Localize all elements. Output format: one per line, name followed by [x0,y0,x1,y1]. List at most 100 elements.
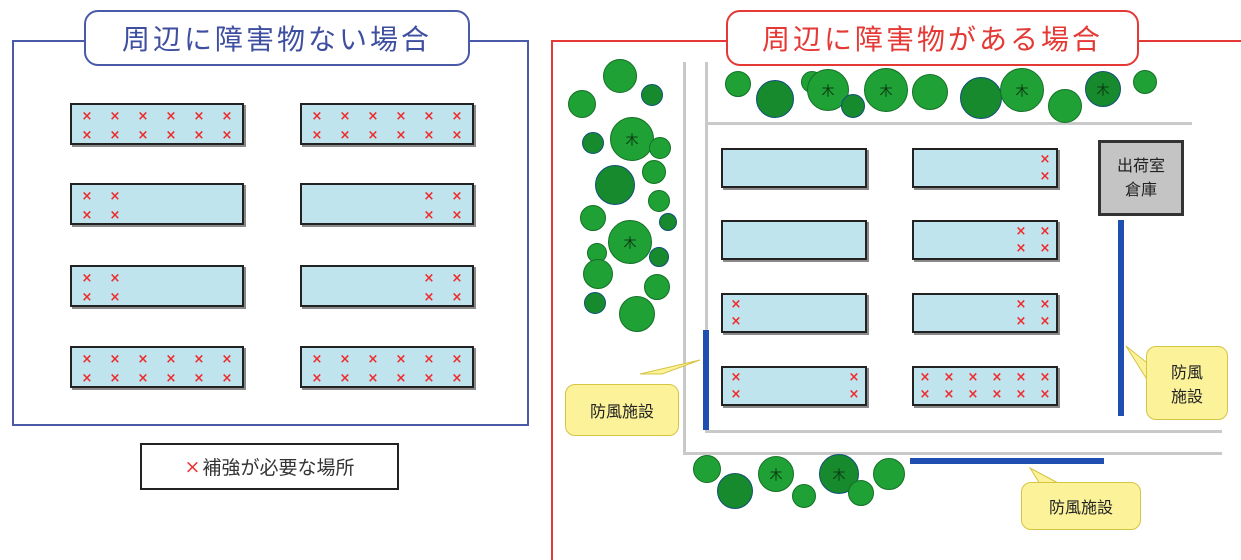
left-panel-title: 周辺に障害物ない場合 [84,10,470,66]
windbreak-bottom [910,458,1104,464]
reinforcement-mark: × [1015,241,1027,256]
reinforcement-mark: × [451,189,463,204]
reinforcement-mark: × [109,189,121,204]
greenhouse-right-2: ×××× [300,183,474,225]
right-panel-title: 周辺に障害物がある場合 [726,10,1139,66]
reinforcement-mark: × [451,128,463,143]
reinforcement-mark: × [81,371,93,386]
tree [603,59,637,93]
reinforcement-mark: × [451,352,463,367]
greenhouse-right-3: × × × × [300,265,474,307]
reinforcement-mark: × [109,352,121,367]
reinforcement-mark: × [848,387,860,402]
reinforcement-mark: × [1039,224,1051,239]
reinforcement-mark: × [109,208,121,223]
reinforcement-mark: × [221,371,233,386]
reinforcement-mark: × [81,128,93,143]
reinforcement-mark: × [221,352,233,367]
reinforcement-mark: × [1015,297,1027,312]
reinforcement-mark: × [730,297,742,312]
tree [873,458,905,490]
reinforcement-mark: × [991,387,1003,402]
reinforcement-mark: × [1039,152,1051,167]
reinforcement-mark: × [919,370,931,385]
reinforcement-mark: × [109,128,121,143]
tree [864,68,908,112]
tree [619,296,655,332]
reinforcement-mark: × [1039,241,1051,256]
reinforcement-mark: × [848,370,860,385]
callout-pointers [639,345,1152,485]
reinforcement-mark: × [423,271,435,286]
callout-windbreak-left: 防風施設 [565,384,679,436]
tree-label: 木 [1096,83,1110,99]
greenhouse-b-3: ×××× [912,293,1058,333]
reinforcement-mark: × [109,290,121,305]
callout-right-text-line1: 防風 [1170,363,1203,382]
tree [610,117,654,161]
reinforcement-mark: × [730,387,742,402]
tree [1133,70,1157,94]
reinforcement-mark: × [81,290,93,305]
reinforcement-mark: × [1039,387,1051,402]
reinforcement-mark: × [311,371,323,386]
reinforcement-mark: × [339,109,351,124]
reinforcement-mark: × [1039,314,1051,329]
callout-right-text-line2: 施設 [1170,387,1203,406]
tree [583,259,613,289]
reinforcement-mark: × [395,352,407,367]
tree [693,455,721,483]
road-horizontal-top [705,122,1192,125]
tree [584,292,606,314]
reinforcement-mark: × [451,109,463,124]
tree [717,473,753,509]
reinforcement-mark: × [1039,169,1051,184]
tree [659,213,677,231]
reinforcement-mark: × [423,128,435,143]
tree [792,484,816,508]
reinforcement-mark: × [221,109,233,124]
tree-label: 木 [625,133,639,149]
greenhouse-a-3: ×× [721,293,867,333]
reinforcement-mark: × [423,352,435,367]
windbreak-right [1118,220,1124,416]
tree-label: 木 [821,84,835,100]
tree-label: 木 [832,468,846,484]
reinforcement-mark: × [1015,224,1027,239]
greenhouse-b-2: × × × × [912,220,1058,260]
reinforcement-mark: × [165,128,177,143]
reinforcement-mark: × [451,271,463,286]
tree [912,74,948,110]
reinforcement-mark: × [967,370,979,385]
reinforcement-mark: × [367,109,379,124]
reinforcement-mark: × [395,109,407,124]
tree [649,137,671,159]
warehouse-label-line2: 倉庫 [1124,180,1157,199]
reinforcement-mark: × [339,352,351,367]
reinforcement-mark: × [193,352,205,367]
reinforcement-mark: × [423,371,435,386]
reinforcement-mark: × [165,109,177,124]
reinforcement-mark: × [451,290,463,305]
road-vertical-inner [705,122,708,432]
reinforcement-mark: × [109,371,121,386]
greenhouse-right-4: ×××××××××××× [300,346,474,388]
tree [807,69,849,111]
reinforcement-mark: × [367,128,379,143]
greenhouse-a-1 [721,148,867,188]
reinforcement-mark: × [137,371,149,386]
reinforcement-mark: × [967,387,979,402]
tree [608,220,652,264]
reinforcement-mark: × [81,208,93,223]
reinforcement-mark: × [137,352,149,367]
reinforcement-mark: × [165,352,177,367]
tree-label: 木 [769,468,783,484]
greenhouse-left-3: ×××× [70,265,244,307]
tree [1000,68,1044,112]
greenhouse-right-1: ×××××××××××× [300,103,474,145]
reinforcement-mark: × [423,290,435,305]
callout-windbreak-bottom: 防風施設 [1021,482,1141,530]
reinforcement-mark: × [367,371,379,386]
warehouse-building: 出荷室 倉庫 [1098,140,1184,216]
reinforcement-mark: × [193,128,205,143]
